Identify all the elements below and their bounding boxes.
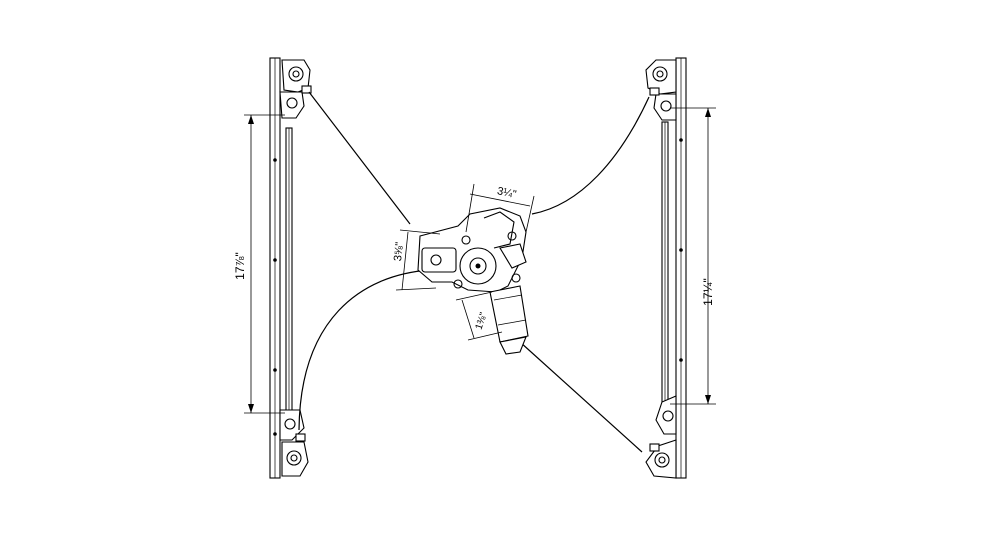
left-top-bracket: [279, 59, 312, 119]
mid-span-label: 3⅝": [392, 241, 406, 261]
mid-span-dimension: [395, 229, 441, 291]
right-top-bracket: [645, 59, 677, 121]
left-rail-length-label: 17⅞": [233, 252, 247, 280]
left-rail-dimension: [244, 114, 285, 414]
left-bottom-bracket: [279, 409, 309, 477]
right-bottom-bracket: [645, 395, 677, 479]
motor-assembly: [417, 207, 529, 355]
top-span-label: 3¼": [496, 185, 517, 201]
motor-offset-dimension: [455, 291, 503, 341]
right-rail-dimension: [670, 107, 716, 405]
right-rail-length-label: 17¼": [701, 278, 715, 306]
cables: [298, 91, 650, 453]
left-rail: [269, 57, 293, 479]
motor-offset-label: 1⅜": [474, 311, 490, 331]
top-span-dimension: [465, 183, 535, 233]
